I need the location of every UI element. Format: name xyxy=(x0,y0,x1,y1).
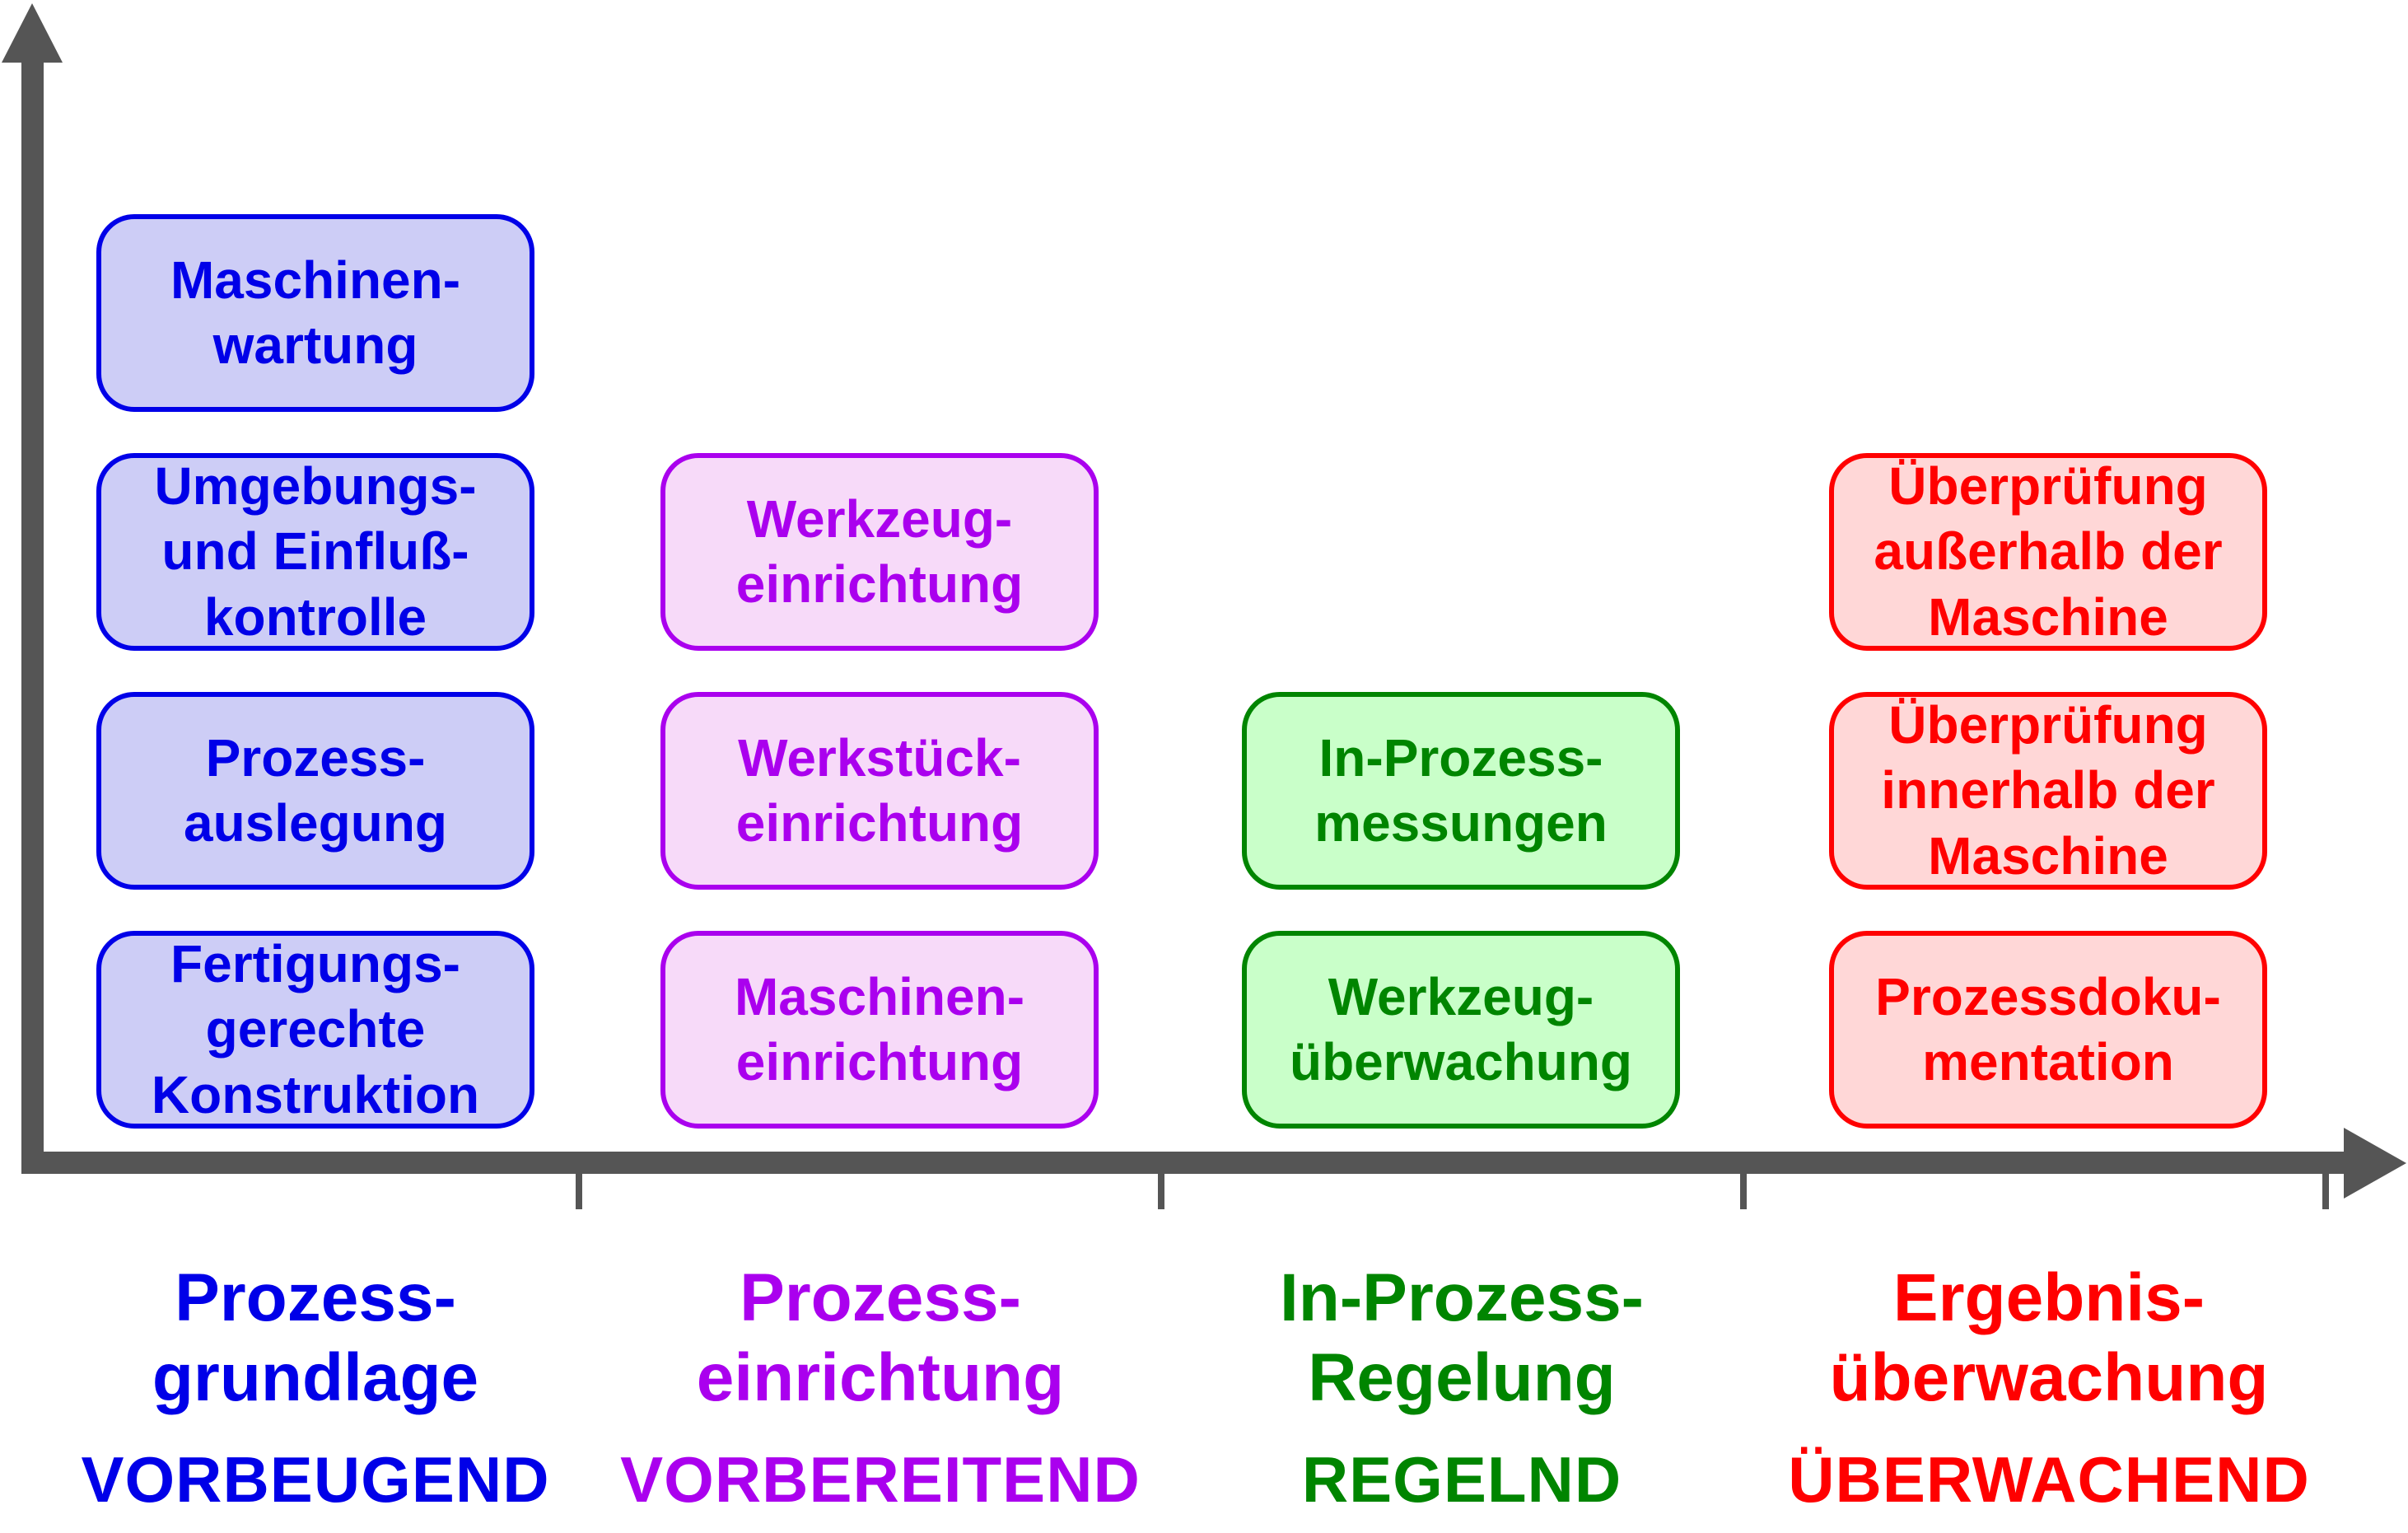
x-axis-tick xyxy=(2322,1171,2329,1209)
box-label: Maschinen- einrichtung xyxy=(734,966,1025,1091)
strategy-label-ueberwachend: ÜBERWACHEND xyxy=(1788,1443,2310,1516)
box-label: Werkzeug- überwachung xyxy=(1289,966,1633,1091)
box-label: Werkzeug- einrichtung xyxy=(735,488,1024,614)
box-in-prozess-messungen: In-Prozess- messungen xyxy=(1242,692,1680,890)
strategy-label-vorbereitend: VORBEREITEND xyxy=(620,1443,1141,1516)
x-axis xyxy=(21,1152,2345,1174)
box-label: Umgebungs- und Einfluß- kontrolle xyxy=(154,456,477,647)
box-label: Prozess- auslegung xyxy=(183,727,448,853)
category-label-prozessgrundlage: Prozess- grundlage xyxy=(152,1260,479,1415)
x-axis-tick xyxy=(1740,1171,1747,1209)
box-werkzeug-ueberwachung: Werkzeug- überwachung xyxy=(1242,931,1680,1129)
box-ueberpruefung-innerhalb: Überprüfung innerhalb der Maschine xyxy=(1829,692,2267,890)
box-label: Überprüfung innerhalb der Maschine xyxy=(1881,694,2215,886)
box-prozessdokumentation: Prozessdoku- mentation xyxy=(1829,931,2267,1129)
y-axis-arrowhead xyxy=(2,3,63,63)
box-label: Überprüfung außerhalb der Maschine xyxy=(1874,456,2223,647)
box-werkstueck-einrichtung: Werkstück- einrichtung xyxy=(660,692,1099,890)
category-label-ergebnisueberwachung: Ergebnis- überwachung xyxy=(1829,1260,2269,1415)
box-label: Fertigungs- gerechte Konstruktion xyxy=(151,933,480,1124)
strategy-label-regelnd: REGELND xyxy=(1301,1443,1622,1516)
box-label: Werkstück- einrichtung xyxy=(735,727,1024,853)
box-maschinen-wartung: Maschinen- wartung xyxy=(96,214,534,412)
x-axis-arrowhead xyxy=(2344,1128,2406,1199)
category-label-inprozess-regelung: In-Prozess- Regelung xyxy=(1280,1260,1644,1415)
box-umgebungs-einfluss-kontrolle: Umgebungs- und Einfluß- kontrolle xyxy=(96,453,534,651)
box-label: In-Prozess- messungen xyxy=(1314,727,1608,853)
box-werkzeug-einrichtung: Werkzeug- einrichtung xyxy=(660,453,1099,651)
box-prozess-auslegung: Prozess- auslegung xyxy=(96,692,534,890)
box-label: Prozessdoku- mentation xyxy=(1875,966,2221,1091)
box-fertigungsgerechte-konstruktion: Fertigungs- gerechte Konstruktion xyxy=(96,931,534,1129)
x-axis-tick xyxy=(1158,1171,1164,1209)
box-ueberpruefung-ausserhalb: Überprüfung außerhalb der Maschine xyxy=(1829,453,2267,651)
y-axis xyxy=(21,54,44,1171)
box-maschinen-einrichtung: Maschinen- einrichtung xyxy=(660,931,1099,1129)
box-label: Maschinen- wartung xyxy=(170,250,461,375)
category-label-prozesseinrichtung: Prozess- einrichtung xyxy=(696,1260,1065,1415)
strategy-label-vorbeugend: VORBEUGEND xyxy=(81,1443,550,1516)
x-axis-tick xyxy=(576,1171,582,1209)
